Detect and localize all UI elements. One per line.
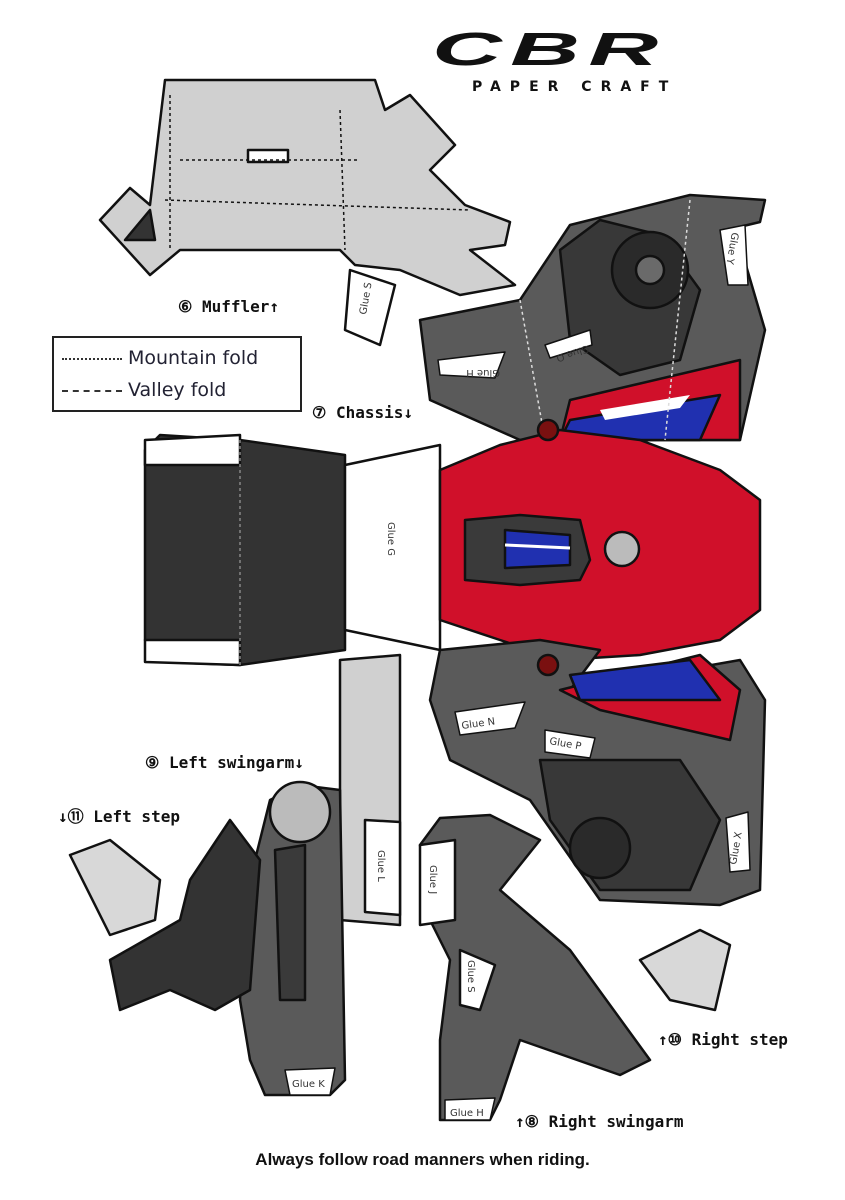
glue-label: Glue H — [466, 367, 500, 378]
chassis-top-wing — [418, 193, 767, 442]
footer-note: Always follow road manners when riding. — [255, 1150, 590, 1169]
right-swingarm-part — [418, 813, 732, 1122]
legend-mountain-label: Mountain fold — [128, 347, 259, 369]
glue-label: Glue G — [385, 522, 396, 556]
logo-subtitle: PAPER CRAFT — [472, 79, 678, 95]
chassis-left-block — [143, 433, 442, 667]
cbr-logo: CBR PAPER CRAFT — [432, 22, 802, 96]
glue-label: Glue L — [375, 850, 386, 882]
glue-label: Glue K — [292, 1079, 325, 1090]
legend-valley-label: Valley fold — [128, 379, 227, 401]
glue-label: Glue N — [461, 716, 496, 732]
mountain-fold-line-icon — [62, 357, 122, 360]
glue-label: Glue H — [450, 1108, 484, 1119]
logo-title: CBR — [432, 23, 667, 75]
fold-legend: Mountain fold Valley fold — [52, 336, 302, 412]
label-right-step: ↑⑩ Right step — [658, 1030, 788, 1049]
muffler-part — [98, 78, 517, 347]
legend-valley: Valley fold — [62, 378, 226, 402]
left-swingarm-part — [68, 653, 402, 1097]
label-muffler: ⑥ Muffler↑ — [178, 297, 279, 316]
label-chassis: ⑦ Chassis↓ — [312, 403, 413, 422]
glue-label: Glue S — [465, 960, 476, 993]
label-right-swingarm: ↑⑧ Right swingarm — [515, 1112, 684, 1131]
valley-fold-line-icon — [62, 389, 122, 392]
legend-mountain: Mountain fold — [62, 346, 258, 370]
label-left-step: ↓⑪ Left step — [58, 807, 180, 826]
chassis-red-center — [428, 418, 767, 907]
glue-label: Glue J — [427, 865, 438, 894]
label-left-swingarm: ⑨ Left swingarm↓ — [145, 753, 304, 772]
